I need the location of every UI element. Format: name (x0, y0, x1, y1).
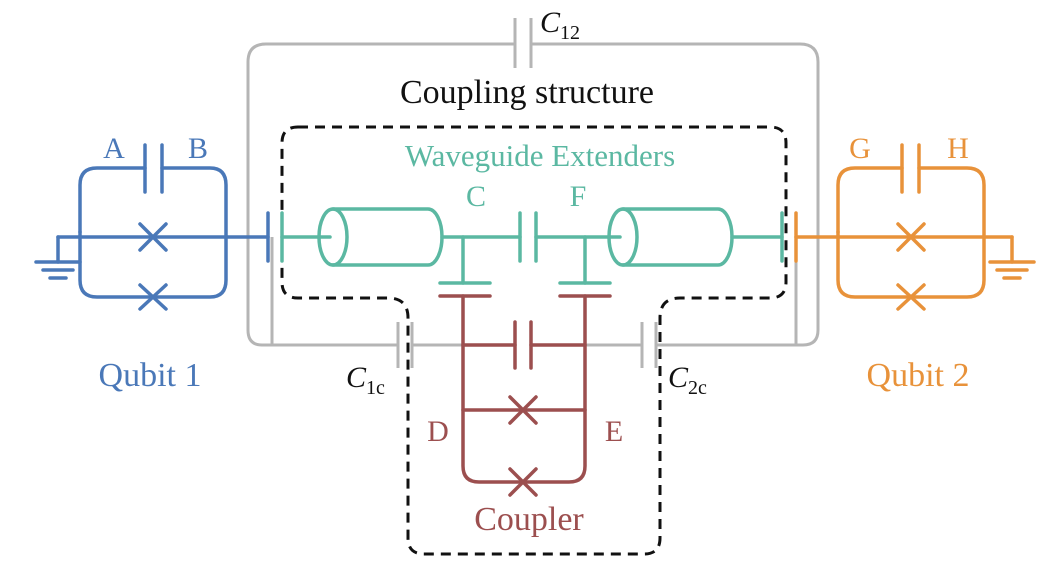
qubit1-junction-upper (138, 222, 168, 252)
waveguide-extenders (280, 207, 784, 285)
label-waveguide-extenders: Waveguide Extenders (405, 138, 675, 173)
label-node-a: A (103, 132, 125, 165)
coupler-circuit (438, 294, 612, 497)
label-node-c: C (466, 180, 486, 213)
qubit1-junction-lower (138, 283, 168, 311)
label-node-d: D (427, 415, 449, 448)
label-coupling-structure: Coupling structure (400, 74, 654, 111)
qubit2-circuit (794, 143, 1036, 311)
waveguide-left-cylinder (317, 207, 444, 267)
coupler-junction-upper (508, 395, 538, 425)
qubit1-circuit (34, 143, 270, 311)
label-node-e: E (605, 415, 623, 448)
label-node-h: H (947, 132, 969, 165)
coupler-junction-lower (508, 467, 538, 497)
label-node-g: G (849, 132, 871, 165)
label-coupler: Coupler (474, 501, 584, 538)
dashed-coupling-boundary (280, 125, 788, 556)
label-node-f: F (570, 180, 587, 213)
qubit2-junction-lower (896, 283, 926, 311)
label-node-b: B (188, 132, 208, 165)
label-c2c: C2c (668, 361, 707, 399)
waveguide-right-cylinder (607, 207, 734, 267)
qubit2-junction-upper (896, 222, 926, 252)
coupling-structure-network (246, 18, 820, 368)
label-qubit1: Qubit 1 (99, 357, 202, 394)
label-qubit2: Qubit 2 (867, 357, 970, 394)
label-c1c: C1c (346, 361, 385, 399)
label-c12: C12 (540, 6, 580, 44)
